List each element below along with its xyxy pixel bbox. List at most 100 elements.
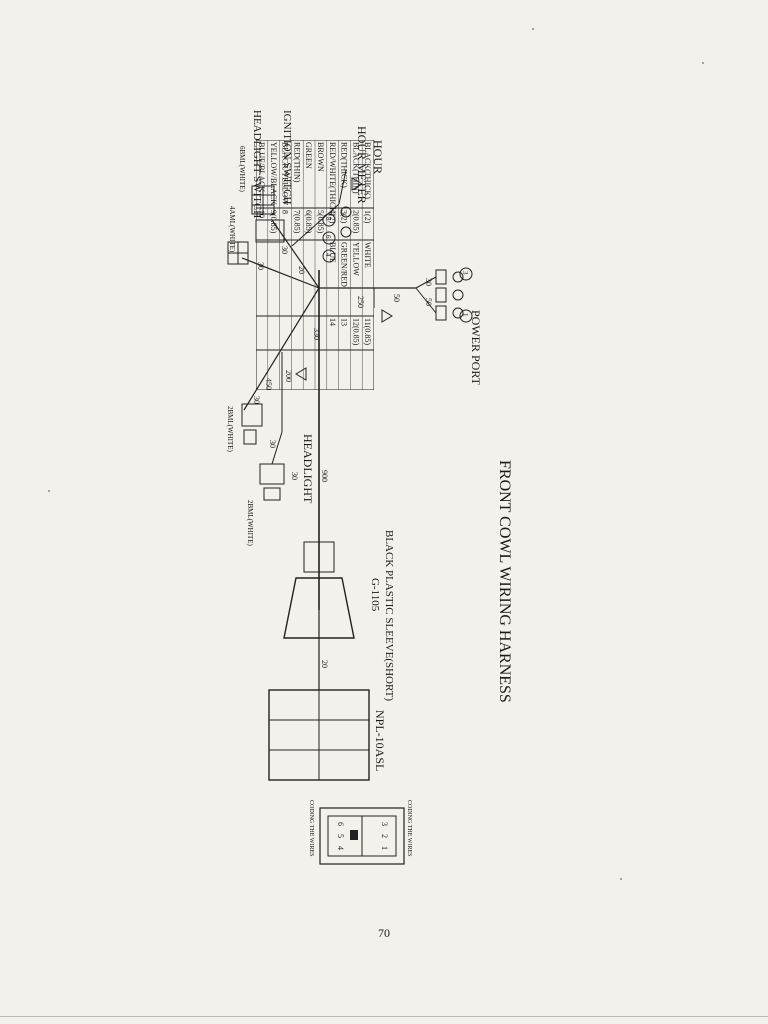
dim-5: 30	[280, 246, 289, 254]
table-cell: RED(THIN)	[292, 142, 301, 183]
dim-2: 20	[297, 266, 306, 274]
dim-11: 30	[252, 396, 261, 404]
harness-title: FRONT COWL WIRING HARNESS	[496, 460, 513, 703]
switch-branch	[241, 257, 320, 289]
table-cell: 12(0.85)	[351, 318, 360, 346]
sleeve-label: BLACK PLASTIC SLEEVE(SHORT)	[383, 530, 395, 701]
dim-13: 30	[290, 472, 299, 480]
dim-12: 30	[268, 440, 277, 448]
dim-7: 30	[256, 262, 265, 270]
npl-connector-label: NPL-10ASL	[373, 710, 387, 771]
page-number: 70	[378, 926, 390, 940]
table-cell: 2(0.85)	[351, 210, 360, 234]
pin-bottom-2: 5	[336, 834, 345, 838]
power-port-marker-triangle	[381, 309, 393, 323]
table-cell: 13	[340, 318, 349, 326]
headlight-marker-triangle	[295, 367, 307, 381]
headlight-switch-label: HEADLIGHT SWITCH	[251, 110, 263, 218]
table-cell: BLACK/YELLOW	[281, 142, 290, 206]
headlight-plug-a	[243, 429, 257, 445]
dim-4: 50	[424, 298, 433, 306]
pin-marker-3: 3	[461, 271, 469, 275]
hour-meter-wire	[338, 169, 347, 205]
coding-label-a: CODING THE WIRES	[406, 800, 412, 856]
table-cell: 10	[257, 210, 266, 218]
wire-table: BLACK(THICK) 1(2) WHITE 11(0.85) BLACK(THIN)…	[255, 139, 375, 391]
scan-speck	[48, 490, 50, 492]
ignition-connector-label: 6BML(WHITE)	[238, 146, 246, 193]
table-cell: GREEN/RED	[340, 242, 349, 287]
table-cell: 1(2)	[363, 210, 372, 224]
pin-marker-4: 4	[324, 253, 332, 257]
pin-markers: 8 6 4 3 1	[322, 213, 473, 323]
dim-15: 20	[320, 660, 329, 668]
table-cell: 7(0.85)	[292, 210, 301, 234]
hour-meter-pin-a	[340, 206, 352, 218]
table-cell: 6(0.85)	[304, 210, 313, 234]
table-cell: RED/WHITE(THICK)	[328, 142, 337, 216]
dimension-labels: 50 20 30 50 30 250 30 330 200 450 30 30 …	[252, 246, 433, 668]
dim-10: 450	[264, 378, 273, 390]
headlight-switch-connector	[227, 241, 249, 265]
table-cell: 14	[328, 318, 337, 326]
table-cell: YELLOW/BLACK	[269, 142, 278, 205]
headlight-plug-b	[259, 463, 285, 485]
headlight-plug-c	[263, 487, 281, 501]
table-cell: 5(0.85)	[316, 210, 325, 234]
wire-table-wrap: BLACK(THICK) 1(2) WHITE 11(0.85) BLACK(THIN)…	[255, 139, 375, 391]
table-cell: WHITE	[363, 242, 372, 268]
headlight-switch-connector-label: 4AML(WHITE)	[228, 206, 236, 253]
sleeve-clamp	[303, 541, 335, 573]
dim-8: 330	[312, 328, 321, 340]
table-cell: BLUE	[328, 242, 337, 263]
dim-1: 50	[392, 294, 401, 302]
pin-bottom-1: 6	[336, 822, 345, 826]
dim-14: 900	[320, 470, 329, 482]
pin-top-3: 1	[380, 846, 389, 850]
table-cell: 4(2)	[328, 210, 337, 224]
pin-layout-block: 3 2 1 6 5 4	[319, 807, 405, 865]
hour-meter-branch	[291, 203, 340, 247]
hour-meter-pin-b	[340, 226, 352, 238]
table-cell: 8	[281, 210, 290, 214]
dim-6: 250	[356, 296, 365, 308]
table-cell: YELLOW	[351, 242, 360, 276]
pin-marker-6: 6	[324, 235, 332, 239]
headlight-connector-b-label: 2BML(WHITE)	[246, 500, 254, 547]
table-cell: BLACK(THIN)	[351, 142, 360, 194]
bottom-rule	[0, 1016, 768, 1017]
npl-connector	[268, 689, 370, 781]
headlight-sub-wire	[271, 431, 283, 465]
sleeve-body	[283, 577, 355, 639]
scan-speck	[702, 62, 704, 64]
dim-9: 200	[284, 370, 293, 382]
power-port-label: POWER PORT	[469, 310, 483, 386]
coding-label-b: CODING THE WIRES	[308, 800, 314, 856]
pin-bottom-3: 4	[336, 846, 345, 850]
headlight-connector-a-label: 2BML(WHITE)	[226, 406, 234, 453]
pin-marker-8: 8	[324, 217, 332, 221]
hour-meter-label-1: HOUR	[371, 140, 385, 174]
table-cell: GREEN	[304, 142, 313, 169]
headlight-label: HEADLIGHT	[301, 434, 315, 504]
table-cell: 11(0.85)	[363, 318, 372, 345]
wiring-diagram: POWER PORT HOUR HOUR METER 6BML(WHITE) I…	[224, 70, 554, 870]
hour-meter-marker-triangle	[351, 177, 363, 191]
pin-top-2: 2	[380, 834, 389, 838]
sleeve-code-label: G-1105	[369, 578, 381, 612]
wiring-diagram-svg: POWER PORT HOUR HOUR METER 6BML(WHITE) I…	[226, 110, 513, 865]
table-cell: BROWN	[316, 142, 325, 172]
table-cell: RED(THICK)	[340, 142, 349, 188]
dim-3: 30	[424, 278, 433, 286]
table-cell: BLUE/BLACK	[257, 142, 266, 192]
headlight-junction-box	[241, 403, 263, 427]
table-cell: 9(0.85)	[269, 210, 278, 234]
power-port-connector	[415, 269, 464, 321]
scan-speck	[532, 28, 534, 30]
table-cell: BLACK(THICK)	[363, 142, 372, 199]
scan-speck	[620, 878, 622, 880]
pin-marker-1: 1	[461, 313, 469, 317]
ignition-switch-label: IGNITION SWITCH	[281, 110, 293, 204]
table-cell: 3(2)	[340, 210, 349, 224]
